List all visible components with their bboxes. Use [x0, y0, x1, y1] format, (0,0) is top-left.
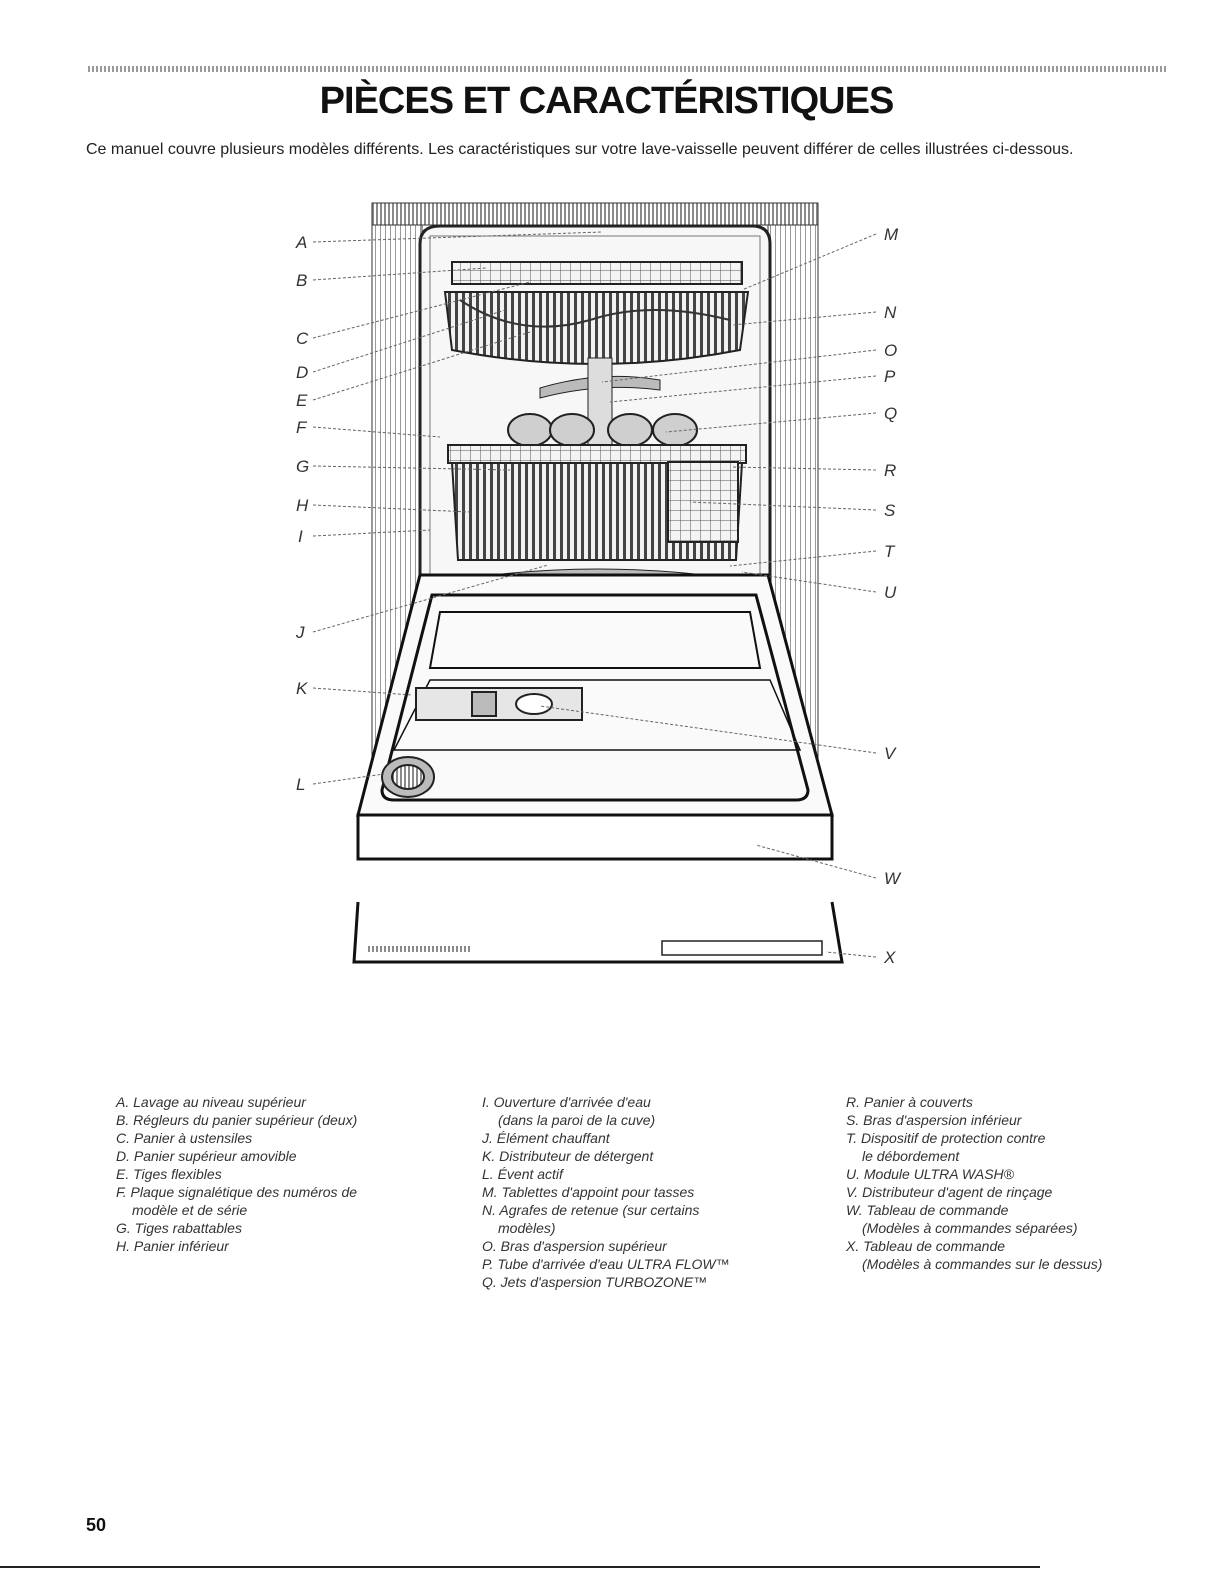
- callout-p: P: [884, 367, 896, 386]
- legend-item: S. Bras d'aspersion inférieur: [846, 1112, 1022, 1128]
- legend-item: J. Élément chauffant: [482, 1130, 610, 1146]
- callout-t: T: [884, 542, 896, 561]
- header-rule: [88, 66, 1166, 72]
- detergent-dispenser: [415, 687, 583, 721]
- countertop: [371, 202, 819, 226]
- legend-item: A. Lavage au niveau supérieur: [116, 1094, 306, 1110]
- legend-item: C. Panier à ustensiles: [116, 1130, 253, 1146]
- active-vent: [381, 756, 435, 798]
- legend-item: R. Panier à couverts: [846, 1094, 973, 1110]
- door-control-band: [356, 813, 834, 861]
- dishwasher-diagram: A B C D E F G H I J K L M N O P Q R S T …: [295, 202, 902, 967]
- callout-s: S: [884, 501, 896, 520]
- callouts-right: M N O P Q R S T U V W X: [883, 225, 902, 967]
- legend-column-2: I. Ouverture d'arrivée d'eau(dans la par…: [482, 1093, 812, 1291]
- callout-v: V: [884, 744, 897, 763]
- callout-f: F: [296, 418, 308, 437]
- callout-c: C: [296, 329, 309, 348]
- callout-r: R: [884, 461, 896, 480]
- callout-d: D: [296, 363, 308, 382]
- legend-item: Q. Jets d'aspersion TURBOZONE™: [482, 1274, 708, 1290]
- intro-paragraph: Ce manuel couvre plusieurs modèles diffé…: [86, 141, 1074, 158]
- legend-item: G. Tiges rabattables: [116, 1220, 242, 1236]
- legend-item: I. Ouverture d'arrivée d'eau(dans la par…: [482, 1094, 656, 1128]
- legend-item: X. Tableau de commande(Modèles à command…: [846, 1238, 1103, 1272]
- legend-item: L. Évent actif: [482, 1166, 563, 1182]
- footer-rule: [0, 1566, 1040, 1568]
- callout-x: X: [883, 948, 896, 967]
- callout-m: M: [884, 225, 899, 244]
- leader-lines: [312, 231, 877, 958]
- legend-item: W. Tableau de commande(Modèles à command…: [846, 1202, 1078, 1236]
- callout-b: B: [296, 271, 307, 290]
- callout-i: I: [298, 527, 303, 546]
- callout-a: A: [295, 233, 307, 252]
- upper-rack: [443, 261, 750, 365]
- callout-e: E: [296, 391, 308, 410]
- legend-column-3: R. Panier à couverts S. Bras d'aspersion…: [846, 1093, 1186, 1273]
- page-number: 50: [86, 1515, 107, 1535]
- callout-w: W: [884, 869, 902, 888]
- legend-item: H. Panier inférieur: [116, 1238, 229, 1254]
- callout-h: H: [296, 496, 309, 515]
- callout-g: G: [296, 457, 309, 476]
- open-door: [356, 573, 834, 817]
- legend-item: V. Distributeur d'agent de rinçage: [846, 1184, 1053, 1200]
- legend-item: O. Bras d'aspersion supérieur: [482, 1238, 667, 1254]
- legend-item: B. Régleurs du panier supérieur (deux): [116, 1112, 358, 1128]
- callout-u: U: [884, 583, 897, 602]
- callout-o: O: [884, 341, 897, 360]
- top-control-panel: [352, 901, 844, 964]
- callout-j: J: [295, 623, 305, 642]
- legend-item: K. Distributeur de détergent: [482, 1148, 654, 1164]
- legend-item: U. Module ULTRA WASH®: [846, 1166, 1014, 1182]
- legend-column-1: A. Lavage au niveau supérieur B. Régleur…: [116, 1093, 446, 1255]
- page-title: PIÈCES ET CARACTÉRISTIQUES: [319, 80, 895, 122]
- turbozone-jets: [507, 413, 698, 447]
- feed-tube: [587, 357, 613, 459]
- legend-item: E. Tiges flexibles: [116, 1166, 222, 1182]
- callout-k: K: [296, 679, 308, 698]
- lower-rack: [447, 444, 747, 561]
- callout-n: N: [884, 303, 897, 322]
- callout-q: Q: [884, 404, 897, 423]
- legend-item: M. Tablettes d'appoint pour tasses: [482, 1184, 695, 1200]
- callouts-left: A B C D E F G H I J K L: [295, 233, 309, 794]
- legend-item: D. Panier supérieur amovible: [116, 1148, 297, 1164]
- callout-l: L: [296, 775, 305, 794]
- legend-item: P. Tube d'arrivée d'eau ULTRA FLOW™: [482, 1256, 730, 1272]
